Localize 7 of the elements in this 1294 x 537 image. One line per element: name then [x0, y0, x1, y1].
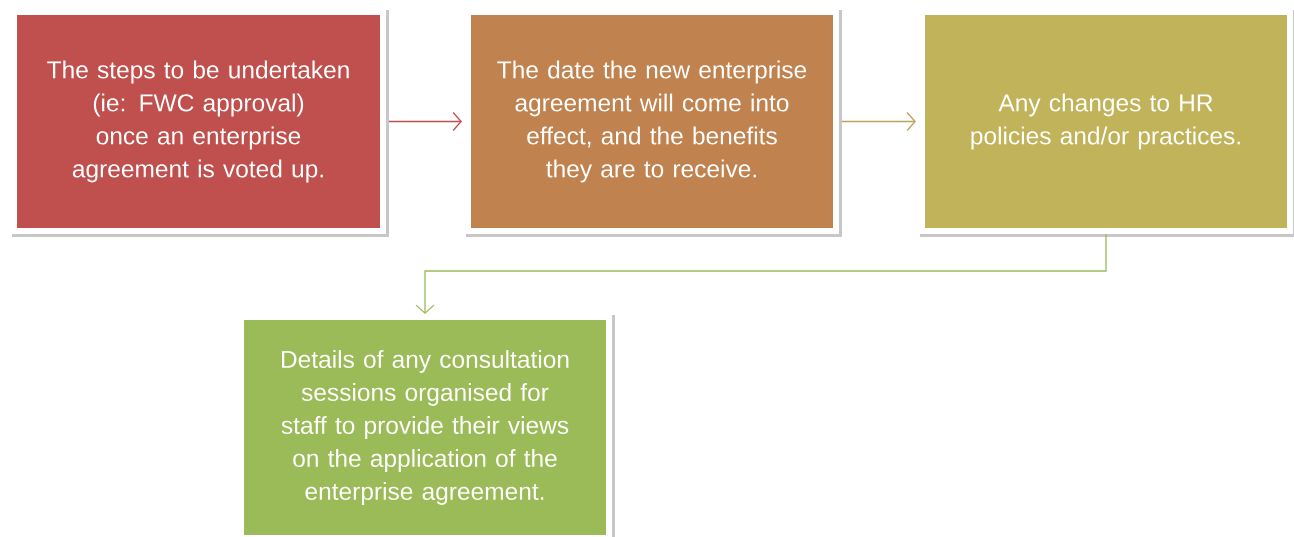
arrow	[841, 111, 916, 132]
process-box: Any changes to HR policies and/or practices.	[919, 9, 1294, 237]
arrow	[415, 233, 1107, 314]
process-box: The steps to be undertaken (ie: FWC approval) once an enterprise agreement is voted up.	[11, 9, 389, 237]
process-box: Details of any consultation sessions organised for staff to provide their views on the application of the enterprise agreement.	[238, 314, 615, 537]
arrow	[388, 111, 462, 132]
process-box: The date the new enterprise agreement will come into effect, and the benefits they are to receive.	[465, 9, 842, 237]
